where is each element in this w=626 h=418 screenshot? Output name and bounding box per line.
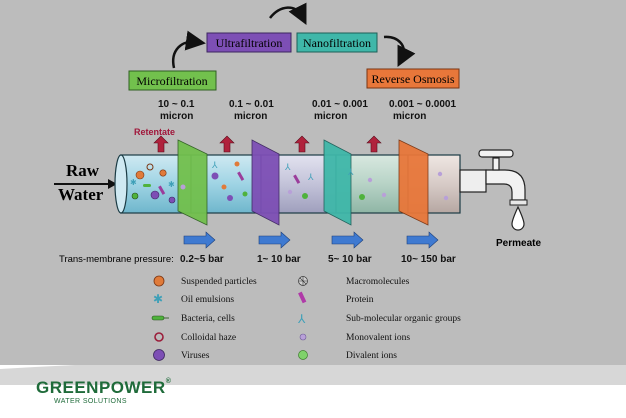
particles-section-4: ⅄ bbox=[347, 167, 387, 200]
legend-label-organic-groups: Sub-molecular organic groups bbox=[346, 314, 461, 324]
legend-label-colloidal-haze: Colloidal haze bbox=[181, 333, 236, 343]
retentate-label: Retentate bbox=[134, 127, 175, 137]
raw-water-arrow bbox=[54, 179, 117, 189]
stage-label-nanofiltration: Nanofiltration bbox=[303, 36, 371, 50]
curved-arrow-3 bbox=[383, 35, 416, 67]
legend-label-monovalent-ions: Monovalent ions bbox=[346, 333, 410, 343]
brand-logo: GREENPOWER® bbox=[36, 378, 171, 398]
svg-text:✱: ✱ bbox=[130, 178, 137, 187]
legend-label-oil-emulsions: Oil emulsions bbox=[181, 295, 234, 305]
unit-reverse-osmosis: micron bbox=[393, 111, 426, 122]
particles-section-2: ⅄ bbox=[211, 160, 248, 201]
tmp-arrows bbox=[183, 231, 439, 249]
footer-bar: GREENPOWER® WATER SOLUTIONS bbox=[0, 365, 626, 418]
stage-box-nanofiltration: Nanofiltration bbox=[296, 32, 378, 53]
membrane-microfiltration bbox=[177, 139, 208, 226]
stage-box-reverse-osmosis: Reverse Osmosis bbox=[366, 68, 460, 89]
footer-wave-shape bbox=[0, 365, 626, 385]
legend-label-protein: Protein bbox=[346, 295, 374, 305]
range-reverse-osmosis: 0.001 ~ 0.0001 bbox=[389, 99, 456, 110]
particles-section-3: ⅄ ⅄ bbox=[284, 162, 314, 199]
macromolecule-icon bbox=[298, 276, 308, 286]
oil-emulsion-icon: ✱ bbox=[153, 292, 163, 306]
colloidal-haze-icon bbox=[154, 332, 164, 342]
legend-label-macromolecules: Macromolecules bbox=[346, 277, 410, 287]
legend-label-viruses: Viruses bbox=[181, 351, 210, 361]
pressure-microfiltration: 0.2~5 bar bbox=[180, 254, 224, 265]
filtration-diagram: Microfiltration Ultrafiltration Nanofilt… bbox=[54, 2, 541, 361]
svg-text:⅄: ⅄ bbox=[211, 160, 218, 170]
legend-label-bacteria: Bacteria, cells bbox=[181, 314, 235, 324]
svg-text:⅄: ⅄ bbox=[347, 167, 354, 177]
pressure-reverse-osmosis: 10~ 150 bar bbox=[401, 254, 456, 265]
curved-arrow-1 bbox=[171, 30, 206, 69]
retentate-arrows bbox=[153, 135, 382, 153]
membrane-ultrafiltration bbox=[251, 139, 280, 226]
range-nanofiltration: 0.01 ~ 0.001 bbox=[312, 99, 368, 110]
svg-text:⅄: ⅄ bbox=[307, 172, 314, 182]
faucet-icon bbox=[459, 149, 528, 206]
divalent-ion-icon bbox=[298, 350, 308, 360]
range-microfiltration: 10 ~ 0.1 bbox=[158, 99, 195, 110]
curved-arrow-2 bbox=[269, 2, 307, 25]
brand-tagline: WATER SOLUTIONS bbox=[54, 398, 127, 405]
protein-icon bbox=[298, 291, 307, 304]
brand-name: GREENPOWER bbox=[36, 378, 166, 397]
suspended-particle-icon bbox=[153, 275, 165, 287]
stage-label-ultrafiltration: Ultrafiltration bbox=[216, 36, 283, 50]
membrane-nanofiltration bbox=[323, 139, 352, 226]
raw-water-label-line1: Raw bbox=[66, 161, 100, 180]
stage-label-reverse-osmosis: Reverse Osmosis bbox=[372, 72, 455, 86]
pressure-ultrafiltration: 1~ 10 bar bbox=[257, 254, 301, 265]
particles-section-5 bbox=[437, 171, 449, 201]
virus-icon bbox=[153, 349, 165, 361]
legend-label-suspended-particles: Suspended particles bbox=[181, 277, 257, 287]
water-drop-icon bbox=[511, 205, 525, 231]
svg-text:✱: ✱ bbox=[168, 180, 175, 189]
unit-microfiltration: micron bbox=[160, 111, 193, 122]
particles-section-1: ✱ ✱ bbox=[130, 163, 186, 204]
permeate-label: Permeate bbox=[496, 238, 541, 249]
pressure-nanofiltration: 5~ 10 bar bbox=[328, 254, 372, 265]
legend-right: Macromolecules Protein ⅄ Sub-molecular o… bbox=[297, 276, 461, 361]
organic-group-icon: ⅄ bbox=[297, 312, 306, 326]
legend-label-divalent-ions: Divalent ions bbox=[346, 351, 397, 361]
monovalent-ion-icon bbox=[299, 333, 307, 341]
tmp-label: Trans-membrane pressure: bbox=[59, 254, 174, 265]
stage-box-ultrafiltration: Ultrafiltration bbox=[206, 32, 292, 53]
raw-water-label-line2: Water bbox=[58, 185, 104, 204]
unit-ultrafiltration: micron bbox=[234, 111, 267, 122]
membrane-reverse-osmosis bbox=[398, 139, 429, 226]
range-ultrafiltration: 0.1 ~ 0.01 bbox=[229, 99, 274, 110]
legend-left: Suspended particles ✱ Oil emulsions Bact… bbox=[151, 275, 257, 361]
brand-registered-mark: ® bbox=[165, 378, 172, 385]
svg-text:⅄: ⅄ bbox=[284, 162, 291, 172]
stage-label-microfiltration: Microfiltration bbox=[136, 74, 207, 88]
unit-nanofiltration: micron bbox=[314, 111, 347, 122]
bacteria-icon bbox=[151, 315, 169, 321]
stage-box-microfiltration: Microfiltration bbox=[128, 70, 217, 91]
